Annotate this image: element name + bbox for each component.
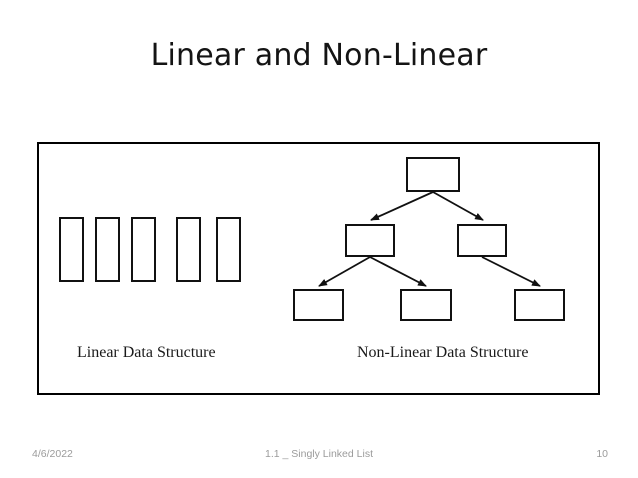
edge-right-leaf3 (481, 256, 541, 287)
linear-node-3 (131, 217, 156, 282)
linear-structure-group (39, 144, 602, 397)
non-linear-structure-caption: Non-Linear Data Structure (357, 344, 529, 361)
tree-node-root (406, 157, 460, 192)
slide-footer: 4/6/2022 1.1 _ Singly Linked List 10 (0, 448, 638, 468)
tree-node-leaf-1 (293, 289, 344, 321)
linear-node-4 (176, 217, 201, 282)
edge-root-left (370, 191, 434, 221)
tree-node-leaf-3 (514, 289, 565, 321)
linear-structure-caption: Linear Data Structure (77, 344, 216, 361)
footer-slide-number: 10 (596, 448, 608, 460)
footer-title: 1.1 _ Singly Linked List (265, 448, 373, 460)
linear-node-5 (216, 217, 241, 282)
edge-left-leaf1 (318, 256, 371, 287)
footer-date: 4/6/2022 (32, 448, 73, 460)
edge-left-leaf2 (369, 256, 427, 287)
linear-node-2 (95, 217, 120, 282)
tree-node-leaf-2 (400, 289, 452, 321)
tree-node-left (345, 224, 395, 257)
page-title: Linear and Non-Linear (150, 38, 488, 73)
diagram-frame: Linear Data Structure Non-Linear Data St… (37, 142, 600, 395)
tree-node-right (457, 224, 507, 257)
edge-root-right (432, 191, 484, 221)
linear-node-1 (59, 217, 84, 282)
